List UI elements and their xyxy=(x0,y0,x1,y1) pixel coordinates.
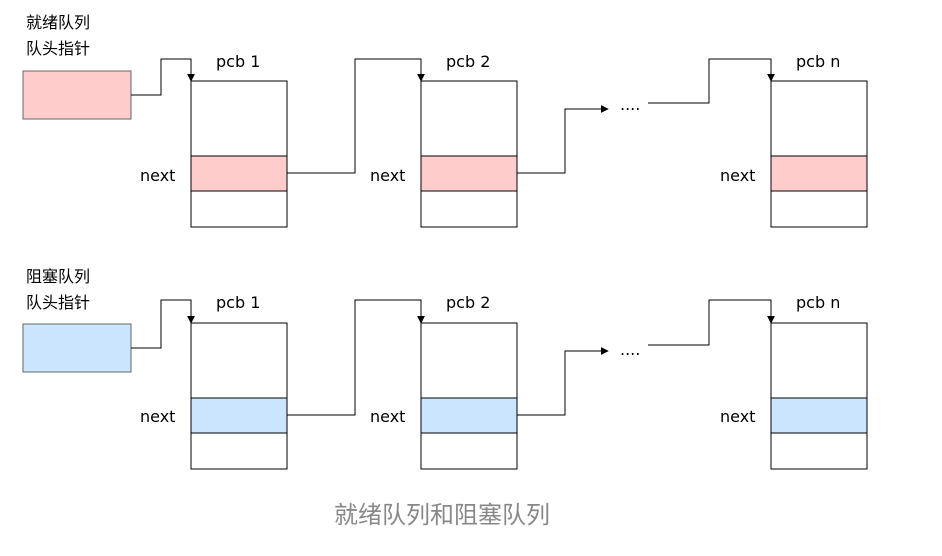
ready-pcb-2-label: pcb 2 xyxy=(446,52,490,71)
ready-pcb-n: pcb n next xyxy=(720,52,868,228)
blocked-pcb-1-label: pcb 1 xyxy=(216,293,260,312)
ready-pcb-n-next-label: next xyxy=(720,166,755,185)
blocked-queue-head-pointer-label: 队头指针 xyxy=(26,293,90,312)
figure-caption: 就绪队列和阻塞队列 xyxy=(334,501,550,529)
ready-pcb-1-next-field xyxy=(190,155,288,192)
blocked-head-pointer-box xyxy=(22,323,132,373)
ready-pcb-n-next-field xyxy=(770,155,868,192)
blocked-pcb-2-next-label: next xyxy=(370,407,405,426)
ready-pcb-n-label: pcb n xyxy=(796,52,840,71)
ready-head-arrow xyxy=(131,58,195,96)
ready-head-pointer-box xyxy=(22,70,132,120)
blocked-pcb1-to-pcb2-arrow xyxy=(287,299,425,416)
ready-pcb-2: pcb 2 next xyxy=(370,52,518,228)
blocked-pcb2-to-ellipsis-arrow xyxy=(517,347,609,416)
ready-pcb-1-next-label: next xyxy=(140,166,175,185)
blocked-ellipsis-to-pcbn-arrow xyxy=(648,299,775,346)
blocked-pcb-n-label: pcb n xyxy=(796,293,840,312)
blocked-pcb-1-next-label: next xyxy=(140,407,175,426)
blocked-pcb-n-next-field xyxy=(770,397,868,434)
ready-pcb2-to-ellipsis-arrow xyxy=(517,105,609,174)
blocked-pcb-n: pcb n next xyxy=(720,293,868,470)
blocked-pcb-2-label: pcb 2 xyxy=(446,293,490,312)
ready-pcb-1: pcb 1 next xyxy=(140,52,288,228)
ready-queue-title: 就绪队列 xyxy=(26,13,90,32)
blocked-pcb-2: pcb 2 next xyxy=(370,293,518,470)
blocked-queue-title: 阻塞队列 xyxy=(26,267,90,286)
ready-ellipsis-to-pcbn-arrow xyxy=(648,58,775,104)
blocked-pcb-1: pcb 1 next xyxy=(140,293,288,470)
blocked-head-arrow xyxy=(131,299,195,349)
ready-pcb1-to-pcb2-arrow xyxy=(287,58,425,174)
ready-queue-head-pointer-label: 队头指针 xyxy=(26,39,90,58)
blocked-ellipsis: .... xyxy=(620,340,640,359)
ready-queue: 就绪队列 队头指针 pcb 1 next pcb 2 next pcb n ne… xyxy=(22,13,868,228)
ready-ellipsis: .... xyxy=(620,95,640,114)
blocked-pcb-2-next-field xyxy=(420,397,518,434)
ready-pcb-1-label: pcb 1 xyxy=(216,52,260,71)
blocked-queue: 阻塞队列 队头指针 pcb 1 next pcb 2 next pcb n ne… xyxy=(22,267,868,470)
ready-pcb-2-next-field xyxy=(420,155,518,192)
ready-pcb-2-next-label: next xyxy=(370,166,405,185)
blocked-pcb-1-next-field xyxy=(190,397,288,434)
blocked-pcb-n-next-label: next xyxy=(720,407,755,426)
